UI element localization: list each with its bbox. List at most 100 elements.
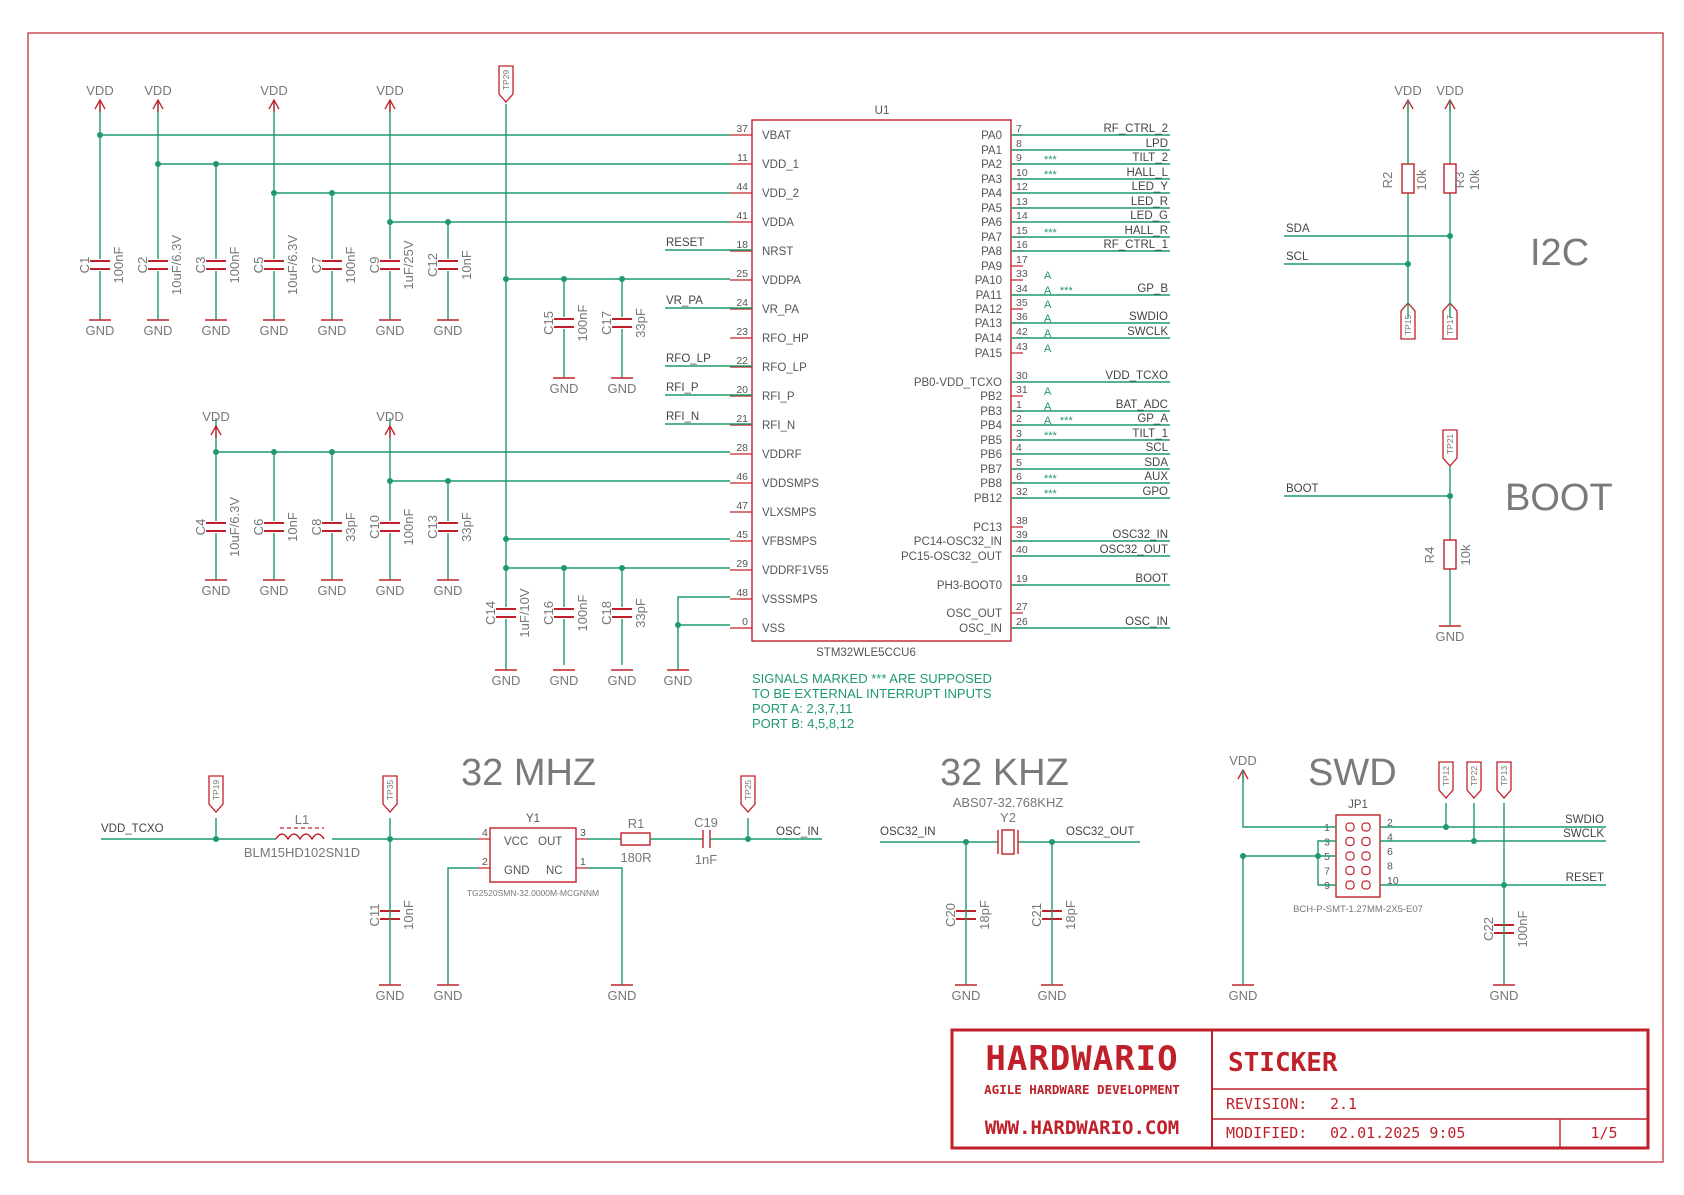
u1-pin-name: PA6 [981,217,1002,229]
title-block: HARDWARIO AGILE HARDWARE DEVELOPMENT WWW… [950,1028,1650,1150]
testpoint-label: TP12 [1441,766,1451,787]
note-line-4: PORT B: 4,5,8,12 [752,716,854,731]
u1-pin-number: 32 [1016,486,1028,498]
jp1-pin-pad [1345,865,1355,876]
y2-net-in: OSC32_IN [880,826,936,838]
u1-pin-number: 0 [742,616,748,628]
u1-pin-mark: *** [1044,488,1058,500]
u1-pin-number: 6 [1016,471,1022,483]
u1-net-label: OSC32_OUT [1100,544,1168,556]
u1-pin-number: 31 [1016,384,1028,396]
gnd-label: GND [260,323,289,338]
gnd-label: GND [318,323,347,338]
cap-ref: C3 [193,257,208,274]
u1-pin-name: PC15-OSC32_OUT [901,551,1002,563]
net-vr-pa-label: VR_PA [666,295,703,307]
power-wiring [97,100,752,670]
project-name: STICKER [1228,1048,1338,1078]
y1-body [489,827,577,883]
u1-pin-number: 39 [1016,529,1028,541]
gnd-label: GND [434,583,463,598]
brand-tagline: AGILE HARDWARE DEVELOPMENT [984,1082,1180,1097]
cap-ref: C14 [483,601,498,625]
cap-ref: C1 [77,257,92,274]
r1-body [620,832,651,846]
u1-pin-number: 2 [1016,413,1022,425]
u1-pin-name: RFO_HP [762,333,809,345]
u1-pin-name: PA5 [981,203,1002,215]
brand-logo: HARDWARIO [985,1039,1178,1079]
cap-ref: C15 [541,311,556,335]
u1-pin-number: 34 [1016,283,1028,295]
jp1-pin-pad [1361,836,1371,847]
cap-value: 10nF [401,900,416,930]
y1-pin3: 3 [580,827,586,839]
u1-pin-name: PC14-OSC32_IN [914,536,1002,548]
vdd-arrow [384,424,396,438]
jp1-pin-pad [1361,822,1371,832]
u1-net-label: RF_CTRL_2 [1103,123,1168,135]
u1-pin-name: VDDSMPS [762,478,819,490]
u1-pin-mark: *** [1044,430,1058,442]
u1-pin-name: VR_PA [762,304,799,316]
cap-value: 100nF [401,509,416,546]
vdd-arrow [210,424,222,438]
cap-value: 33pF [459,512,474,542]
u1-pin-number: 19 [1016,573,1028,585]
testpoint-body [1438,761,1454,799]
u1-pin-number: 33 [1016,268,1028,280]
u1-pin-name: PB5 [980,435,1002,447]
u1-pin-name: PA0 [981,130,1002,142]
cap-ref: C18 [599,601,614,625]
gnd-label: GND [318,583,347,598]
r4-value: 10k [1458,544,1473,565]
u1-pin-name: VDDA [762,217,794,229]
testpoint-label: TP17 [1445,315,1455,336]
gnd-label: GND [1038,988,1067,1003]
gnd-label: GND [952,988,981,1003]
u1-mcu: U1 STM32WLE5CCU6 37VBAT11VDD_144VDD_241V… [730,105,1170,659]
u1-net-label: OSC_IN [1125,616,1168,628]
u1-pin-name: VDD_1 [762,159,799,171]
r2-ref: R2 [1380,172,1395,189]
u1-pin-name: PB0-VDD_TCXO [914,377,1002,389]
u1-pin-name: PA14 [975,333,1003,345]
u1-ref: U1 [875,105,890,117]
u1-pin-number: 24 [736,297,748,309]
c19-ref: C19 [694,815,718,830]
gnd-label: GND [608,381,637,396]
cap-value: 10nF [285,512,300,542]
gnd-label: GND [434,323,463,338]
u1-pin-name: PH3-BOOT0 [937,580,1002,592]
u1-part: STM32WLE5CCU6 [816,647,916,659]
boot-net-label: BOOT [1286,483,1319,495]
u1-pin-number: 29 [736,558,748,570]
u1-pin-number: 26 [1016,616,1028,628]
gnd-label: GND [1229,988,1258,1003]
jp1-body [1335,814,1381,898]
u1-pin-name: VSSSMPS [762,594,818,606]
vdd-label: VDD [376,409,403,424]
r2-value: 10k [1414,169,1429,190]
u1-pin-number: 40 [1016,544,1028,556]
y2-net-out: OSC32_OUT [1066,826,1134,838]
u1-pin-name: NRST [762,246,793,258]
r4-body [1443,539,1457,570]
u1-pin-name: VBAT [762,130,791,142]
u1-pin-mark: A [1044,270,1052,282]
u1-pin-name: PA1 [981,145,1002,157]
cap-value: 10nF [459,250,474,280]
jp1-pin-pad [1345,822,1355,832]
u1-pin-name: PC13 [973,522,1002,534]
gnd-label: GND [144,323,173,338]
u1-pin-name: PA15 [975,348,1002,360]
cap-value: 100nF [111,247,126,284]
u1-net-label: LED_G [1130,210,1168,222]
swd-section: SWD JP1 BCH-P-SMT-1.27MM-2X5-E07 1357924… [1240,752,1606,985]
u1-net-label: SWCLK [1127,326,1168,338]
cap-ref: C7 [309,257,324,274]
u1-pin-name: PA4 [981,188,1002,200]
net-rfi-n-label: RFI_N [666,411,699,423]
net-rfo-lp-label: RFO_LP [666,353,711,365]
